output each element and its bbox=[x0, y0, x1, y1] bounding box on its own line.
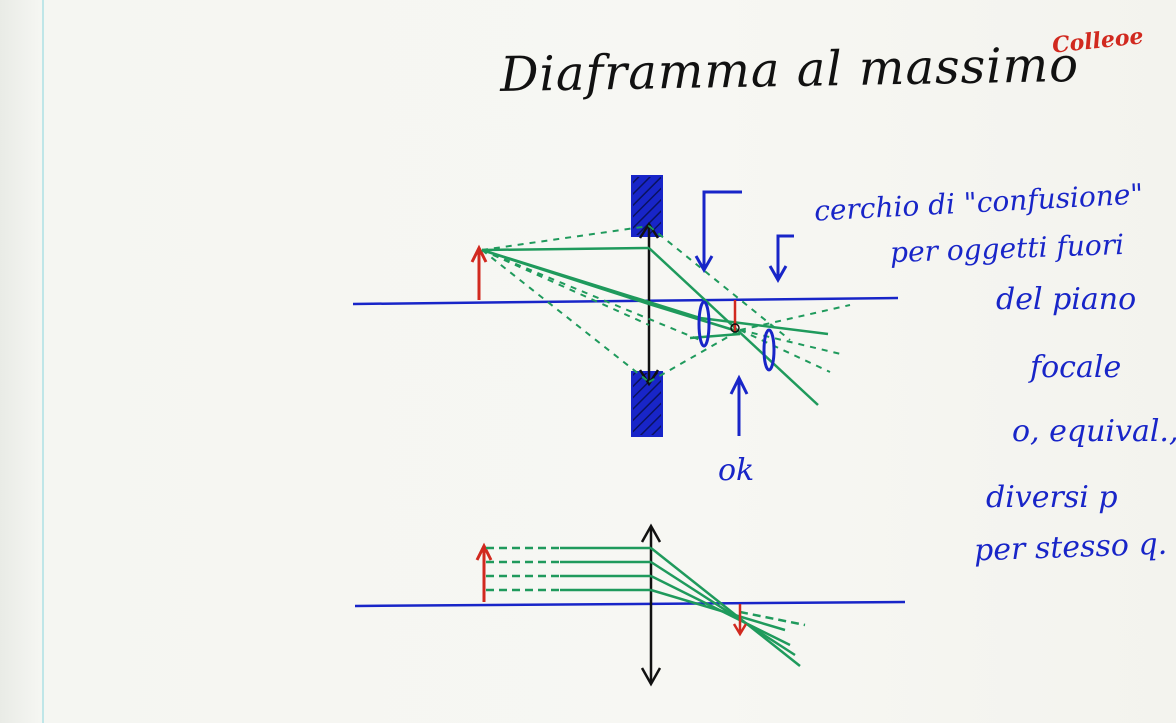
annotation-line-7: per stesso q. bbox=[973, 526, 1168, 569]
lens-top-arrow-up bbox=[638, 221, 660, 239]
ok-label: ok bbox=[718, 453, 755, 488]
pointer-brackets bbox=[694, 190, 794, 284]
rays-solid-bottom bbox=[560, 546, 801, 667]
annotation-line-3: del piano bbox=[996, 282, 1137, 317]
annotation-line-5: o, equival., bbox=[1012, 414, 1176, 449]
margin-line bbox=[42, 0, 44, 723]
confusion-circle-2 bbox=[762, 328, 776, 372]
optical-axis-bottom bbox=[354, 600, 906, 608]
lens-top-arrow-down bbox=[638, 369, 660, 387]
confusion-circle-1 bbox=[697, 300, 711, 348]
annotation-line-6: diversi p bbox=[986, 480, 1118, 515]
optical-axis-top bbox=[352, 296, 899, 306]
rays-solid-top bbox=[481, 246, 829, 406]
annotation-line-4: focale bbox=[1030, 350, 1122, 385]
rays-dashed-bottom bbox=[486, 546, 806, 627]
ok-pointer-arrow bbox=[729, 374, 749, 436]
rays-dashed-top bbox=[481, 225, 851, 383]
